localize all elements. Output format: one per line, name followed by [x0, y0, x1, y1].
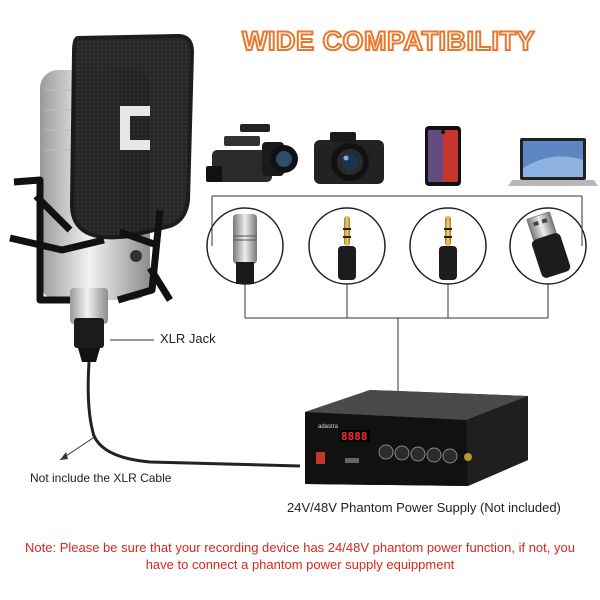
- note: Note: Please be sure that your recording…: [0, 539, 600, 573]
- xlr-jack-label: XLR Jack: [160, 331, 216, 346]
- smartphone-icon: [425, 126, 461, 186]
- brand-logo-icon: [120, 106, 150, 150]
- power-display: 8888: [341, 430, 368, 443]
- phantom-power-label: 24V/48V Phantom Power Supply (Not includ…: [287, 500, 561, 515]
- audio-jack-3-5mm-icon: [308, 207, 386, 285]
- camcorder-icon: [206, 124, 298, 182]
- pop-filter: [69, 33, 195, 240]
- shock-mount: [9, 176, 173, 304]
- xlr-cable-label: Not include the XLR Cable: [30, 471, 172, 485]
- power-brand: adastra: [318, 424, 339, 430]
- note-line-1: Note: Please be sure that your recording…: [25, 540, 575, 555]
- audio-jack-3-5mm-alt-icon: [409, 207, 487, 285]
- note-line-2: have to connect a phantom power supply e…: [145, 557, 455, 572]
- microphone: [9, 33, 195, 362]
- camera-icon: [314, 132, 384, 184]
- headline: WIDE COMPATIBILITY: [241, 25, 535, 57]
- phantom-power-supply: 8888 adastra: [305, 390, 528, 486]
- connection-lines: [211, 195, 583, 392]
- xlr-cable: [86, 361, 301, 468]
- usb-plug-icon: [509, 207, 587, 285]
- laptop-icon: [508, 138, 598, 186]
- xlr-plug-icon: [206, 207, 284, 285]
